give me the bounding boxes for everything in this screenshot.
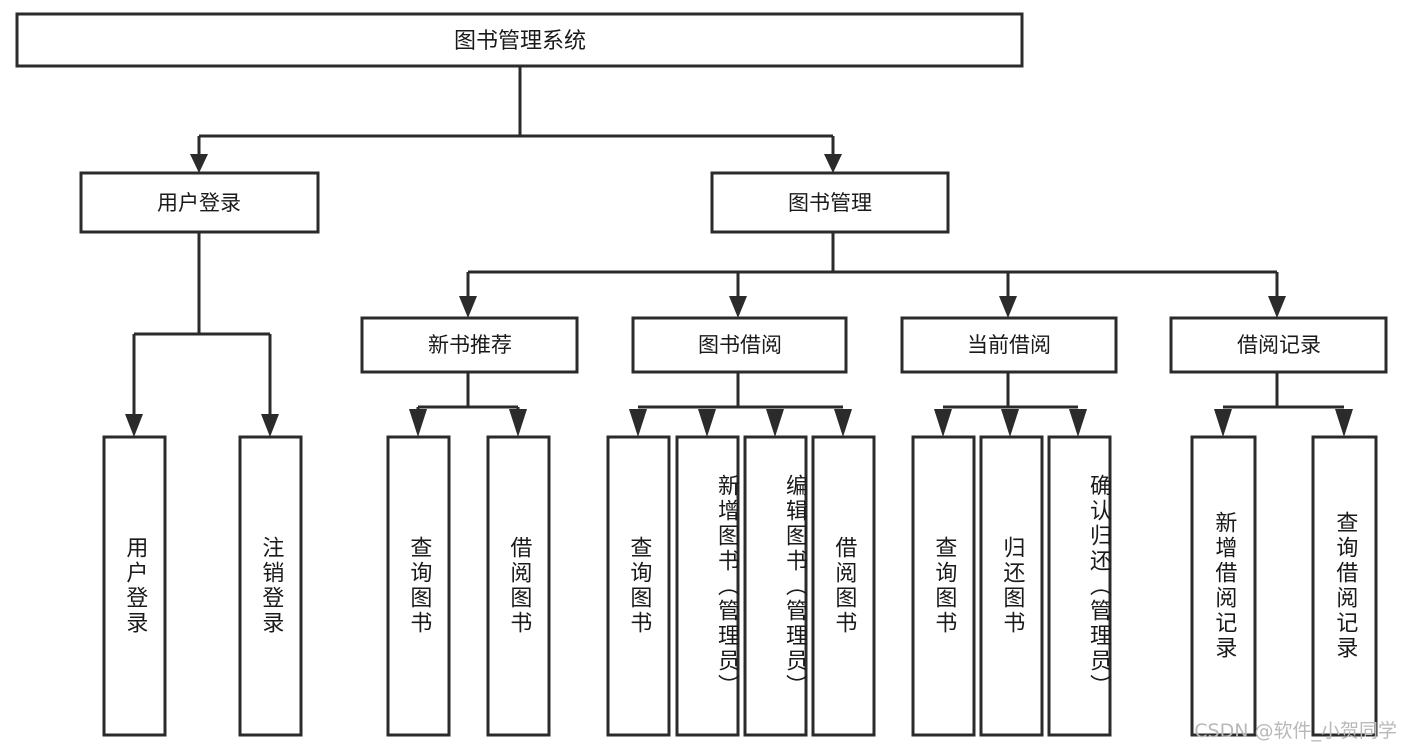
node-book-borrow-label: 图书借阅 <box>698 333 782 357</box>
arrowhead-borrow-leaf2 <box>698 409 716 437</box>
leaf-box-edit-book-admin[interactable] <box>743 435 808 737</box>
node-root-label: 图书管理系统 <box>454 29 586 54</box>
leaf-box-query-books-2[interactable] <box>606 435 671 737</box>
arrowhead-login-leaf2 <box>261 414 279 437</box>
node-layer: 图书管理系统 用户登录 图书管理 新书推荐 图书借阅 当前借阅 借阅记录 <box>15 12 1388 737</box>
arrowhead-current-leaf3 <box>1069 409 1087 437</box>
node-book-management-label: 图书管理 <box>788 191 872 215</box>
leaf-box-query-borrow-record[interactable] <box>1311 435 1378 737</box>
node-new-book-recommend-box[interactable] <box>360 316 579 374</box>
arrowhead-borrow-leaf1 <box>629 409 647 437</box>
node-book-management-box[interactable] <box>710 171 950 234</box>
arrowhead-current-leaf2 <box>1001 409 1019 437</box>
arrowhead-records-leaf1 <box>1214 409 1232 437</box>
node-book-borrow-box[interactable] <box>631 316 848 374</box>
node-borrow-records-label: 借阅记录 <box>1237 333 1321 357</box>
connector-layer <box>125 66 1353 437</box>
arrowhead-newbooks-leaf1 <box>409 409 427 437</box>
arrowhead-current-leaf1 <box>934 409 952 437</box>
node-user-login-box[interactable] <box>79 171 320 234</box>
leaf-box-confirm-return-admin[interactable] <box>1047 435 1112 737</box>
arrowhead-bookmgmt-newbooks <box>459 296 477 318</box>
arrowhead-bookmgmt-current <box>999 296 1017 318</box>
node-root-box[interactable] <box>15 12 1024 68</box>
node-current-borrow-label: 当前借阅 <box>967 333 1051 357</box>
arrowhead-newbooks-leaf2 <box>509 409 527 437</box>
leaf-box-query-books-1[interactable] <box>386 435 451 737</box>
node-current-borrow-box[interactable] <box>900 316 1118 374</box>
arrowhead-bookmgmt-borrow <box>729 296 747 318</box>
arrowhead-borrow-leaf3 <box>766 409 784 437</box>
arrowhead-bookmgmt-records <box>1268 296 1286 318</box>
csdn-watermark: CSDN @软件_小贺同学 <box>1194 720 1397 742</box>
leaf-box-logout[interactable] <box>238 435 303 737</box>
leaf-box-return-books[interactable] <box>979 435 1044 737</box>
arrowhead-root-to-login <box>190 154 208 173</box>
node-borrow-records-box[interactable] <box>1169 316 1388 374</box>
leaf-box-user-login[interactable] <box>102 435 167 737</box>
leaf-box-borrow-books-1[interactable] <box>486 435 551 737</box>
leaf-box-query-books-3[interactable] <box>911 435 976 737</box>
arrowhead-root-to-bookmgmt <box>824 154 842 173</box>
leaf-box-borrow-books-2[interactable] <box>811 435 876 737</box>
node-user-login-label: 用户登录 <box>157 191 241 215</box>
arrowhead-borrow-leaf4 <box>834 409 852 437</box>
arrowhead-records-leaf2 <box>1335 409 1353 437</box>
arrowhead-login-leaf1 <box>125 414 143 437</box>
node-new-book-recommend-label: 新书推荐 <box>428 333 512 357</box>
leaf-box-add-book-admin[interactable] <box>675 435 740 737</box>
leaf-box-add-borrow-record[interactable] <box>1190 435 1257 737</box>
